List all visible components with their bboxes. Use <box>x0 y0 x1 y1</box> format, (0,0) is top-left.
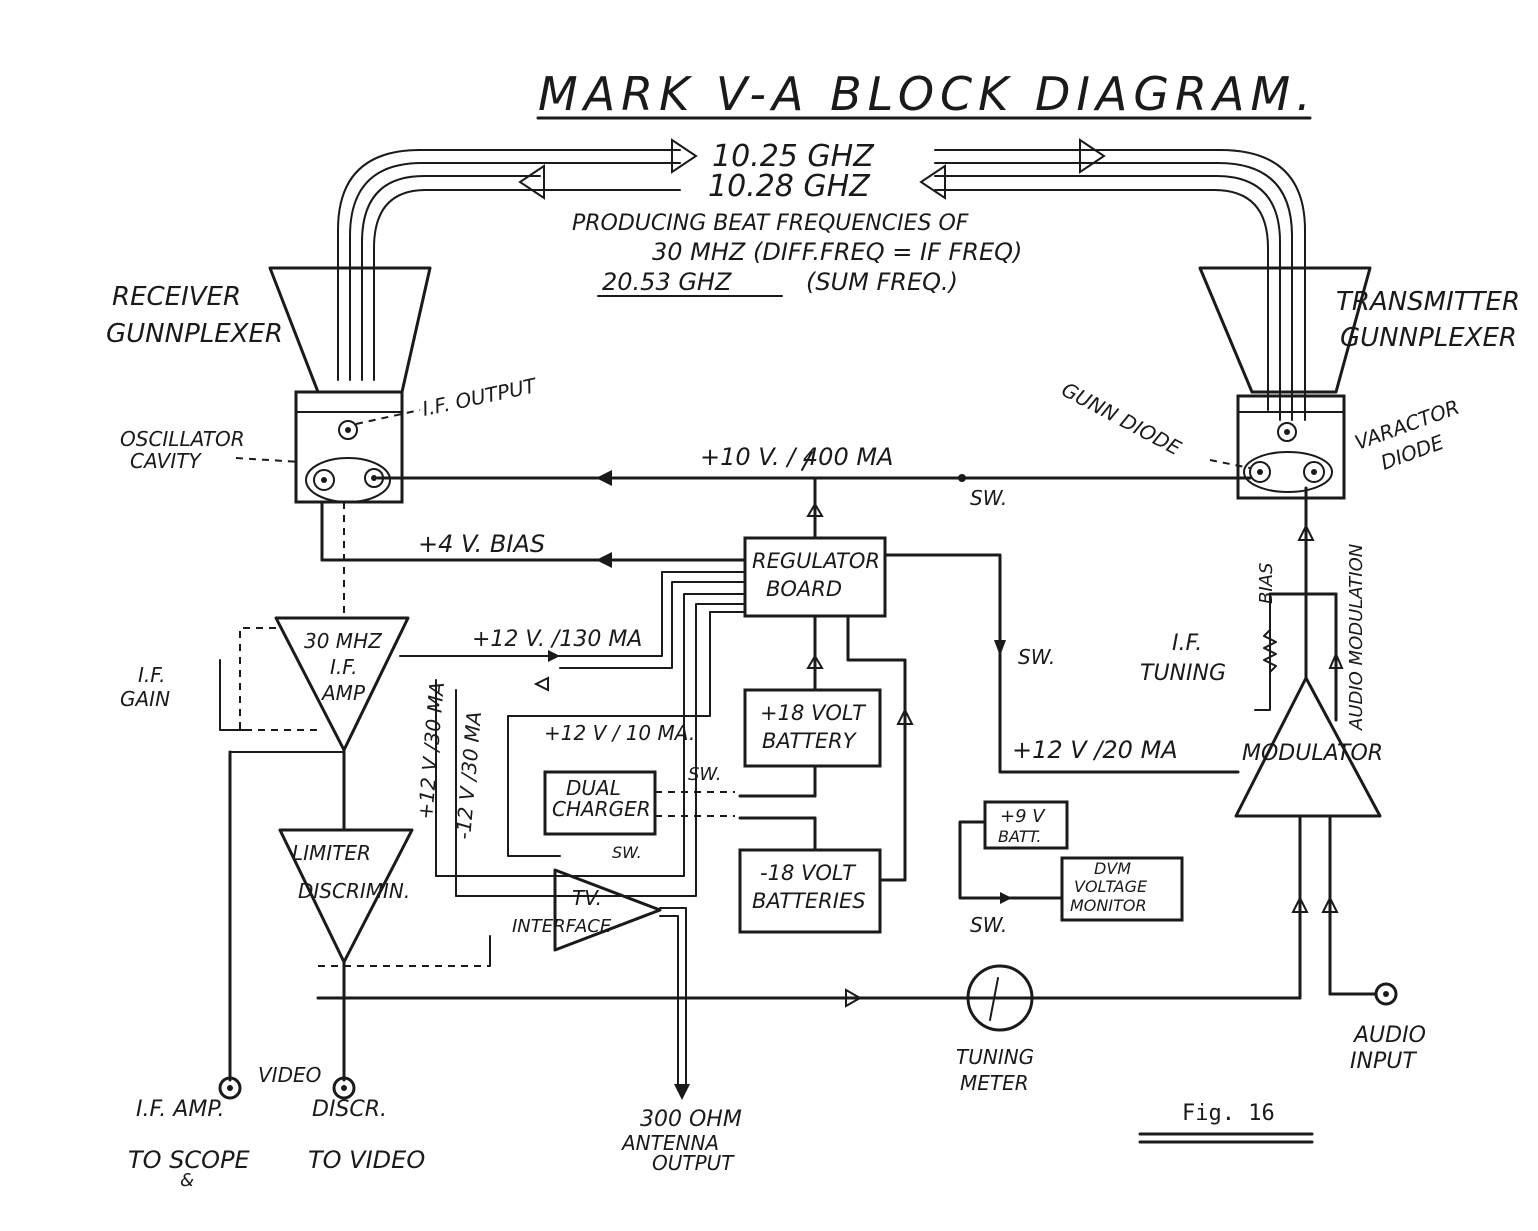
figure-label: Fig. 16 <box>1182 1101 1275 1126</box>
ifamp-label-2: I.F. <box>330 655 358 679</box>
regulator-label-1: REGULATOR <box>752 549 880 573</box>
audio-mod-label: AUDIO MODULATION <box>1346 544 1367 731</box>
antenna-label-1: 300 OHM <box>640 1107 742 1132</box>
if-amp <box>274 616 410 752</box>
beat-line-3b: (SUM FREQ.) <box>806 268 958 296</box>
if-tuning-label-2: TUNING <box>1140 661 1226 686</box>
modulator-label: MODULATOR <box>1242 741 1383 766</box>
freq-rx-label: 10.28 GHZ <box>708 169 871 204</box>
batt18n-label-1: -18 VOLT <box>760 861 857 885</box>
plus12v-30ma-label: +12 V /30 MA <box>413 681 449 821</box>
transmitter-label-2: GUNNPLEXER <box>1340 323 1517 353</box>
if-gain-label-1: I.F. <box>138 663 166 687</box>
audio-input-label-1: AUDIO <box>1352 1023 1426 1048</box>
ifamp-label-1: 30 MHZ <box>304 629 383 653</box>
tv-interface <box>553 868 662 952</box>
audio-input-label-2: INPUT <box>1350 1049 1417 1074</box>
charger-label-1: DUAL <box>566 776 621 800</box>
plus10v-line <box>376 451 1252 540</box>
tuning-meter-label-1: TUNING <box>956 1045 1034 1069</box>
plus12v-10ma-label: +12 V / 10 MA. <box>544 721 695 745</box>
ifamp-label-3: AMP <box>320 681 366 705</box>
video-label: VIDEO <box>258 1063 321 1087</box>
if-output-label: I.F. OUTPUT <box>420 373 540 421</box>
amp-label: & <box>180 1170 194 1191</box>
oscillator-label-1: OSCILLATOR <box>120 427 245 451</box>
battery-9v <box>983 800 1069 850</box>
batt18-label-1: +18 VOLT <box>760 701 867 725</box>
if-amp-jack[interactable] <box>218 1076 242 1100</box>
if-gain-label-2: GAIN <box>120 687 170 711</box>
to-video-label: TO VIDEO <box>308 1146 425 1174</box>
tv-label-1: TV. <box>572 886 602 910</box>
tuning-meter <box>966 964 1034 1032</box>
plus12v-20ma-line <box>883 553 1240 774</box>
plus4v-label: +4 V. BIAS <box>418 530 545 558</box>
plus12v-130ma-label: +12 V. /130 MA <box>472 627 642 652</box>
battery-plus18 <box>743 688 882 768</box>
dvm-label-3: MONITOR <box>1070 896 1147 915</box>
regulator-label-2: BOARD <box>766 577 842 601</box>
if-amp-jack-label: I.F. AMP. <box>136 1097 225 1122</box>
limiter-label-1: LIMITER <box>292 841 371 865</box>
plus10v-label: +10 V. / 400 MA <box>700 443 893 471</box>
dvm-label-1: DVM <box>1094 859 1131 878</box>
discr-jack-label: DISCR. <box>312 1097 387 1122</box>
to-scope-label: TO SCOPE <box>128 1146 251 1174</box>
charger-label-2: CHARGER <box>552 797 651 821</box>
modulator <box>1234 676 1382 818</box>
beat-line-2: 30 MHZ (DIFF.FREQ = IF FREQ) <box>652 238 1022 266</box>
dvm-label-2: VOLTAGE <box>1074 877 1148 896</box>
sw-label-dvm: SW. <box>970 913 1007 937</box>
tv-label-2: INTERFACE <box>512 916 612 937</box>
batt9-label-1: +9 V <box>1000 806 1046 827</box>
beat-line-3a: 20.53 GHZ <box>602 268 732 296</box>
bias-label: BIAS <box>1256 563 1277 604</box>
receiver-label-2: GUNNPLEXER <box>106 319 283 349</box>
batt18-label-2: BATTERY <box>762 729 858 753</box>
antenna-label-3: OUTPUT <box>652 1151 735 1175</box>
receiver-gunnplexer <box>268 266 432 504</box>
dual-charger <box>543 770 657 836</box>
oscillator-label-2: CAVITY <box>130 449 202 473</box>
audio-input-jack[interactable] <box>1374 982 1398 1006</box>
freq-tx-label: 10.25 GHZ <box>712 139 875 174</box>
sw-label-charger: SW. <box>688 764 721 785</box>
transmitter-label-1: TRANSMITTER <box>1336 287 1520 317</box>
plus12v-20ma-label: +12 V /20 MA <box>1012 736 1178 764</box>
limiter-label-2: DISCRIMIN. <box>298 879 410 903</box>
gunn-diode-label: GUNN DIODE <box>1058 377 1186 460</box>
sw-label-10v: SW. <box>970 486 1007 510</box>
receiver-label-1: RECEIVER <box>112 282 241 312</box>
diagram-title: MARK V-A BLOCK DIAGRAM. <box>538 67 1317 121</box>
beat-line-1: PRODUCING BEAT FREQUENCIES OF <box>572 211 969 236</box>
limiter-discriminator <box>278 828 414 964</box>
beam-path <box>337 138 1306 421</box>
batt18n-label-2: BATTERIES <box>752 889 866 913</box>
sw-label-tv: SW. <box>612 843 642 862</box>
transmitter-gunnplexer <box>1198 266 1372 500</box>
batt9-label-2: BATT. <box>998 827 1042 846</box>
dvm-monitor <box>1060 856 1184 922</box>
battery-minus18 <box>738 848 882 934</box>
if-tuning-label-1: I.F. <box>1172 631 1202 656</box>
antenna-label-2: ANTENNA <box>620 1131 719 1155</box>
sw-label-20ma: SW. <box>1018 645 1055 669</box>
discr-jack[interactable] <box>332 1076 356 1100</box>
tuning-meter-label-2: METER <box>960 1071 1029 1095</box>
regulator-feed-lines <box>399 571 746 897</box>
